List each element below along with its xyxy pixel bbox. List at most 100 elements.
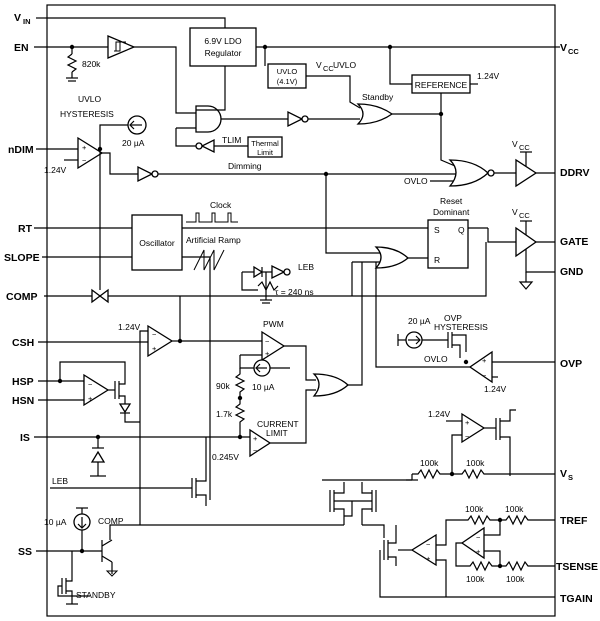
svg-text:TLIM: TLIM [222, 135, 241, 145]
svg-text:Dominant: Dominant [433, 207, 470, 217]
svg-text:SS: SS [18, 546, 32, 558]
current-limit-comparator: + − [249, 428, 272, 458]
svg-text:S: S [568, 473, 573, 482]
gnd-symbol [518, 272, 534, 290]
svg-text:100k: 100k [505, 504, 524, 514]
svg-text:10 µA: 10 µA [252, 382, 275, 392]
pin-ss: SS [18, 546, 102, 558]
pin-gnd: GND [560, 266, 584, 278]
svg-text:−: − [265, 337, 270, 346]
svg-text:−: − [482, 371, 487, 380]
resistor-100k-vs2: 100k [452, 458, 555, 480]
resistor-100k-vs1: 100k [412, 458, 452, 480]
hs-transistor [114, 377, 126, 404]
en-schmitt-buffer [107, 35, 136, 59]
svg-text:HYSTERESIS: HYSTERESIS [60, 109, 114, 119]
svg-text:−: − [426, 540, 431, 549]
svg-text:CSH: CSH [12, 337, 34, 349]
svg-text:−: − [253, 446, 258, 455]
svg-text:STANDBY: STANDBY [76, 590, 116, 600]
svg-text:COMP: COMP [6, 291, 38, 303]
svg-text:REFERENCE: REFERENCE [415, 80, 468, 90]
svg-text:LEB: LEB [52, 476, 68, 486]
pin-tref: TREF [560, 515, 588, 527]
svg-text:Clock: Clock [210, 200, 232, 210]
thermal-limit-block: Thermal Limit [247, 136, 283, 158]
vs-transistor [495, 409, 516, 476]
svg-text:Reset: Reset [440, 196, 463, 206]
svg-text:CC: CC [519, 143, 530, 152]
svg-text:0.245V: 0.245V [212, 452, 239, 462]
dimming-inverter [137, 165, 159, 183]
pin-slope: SLOPE [4, 252, 132, 264]
pwm-current-source [253, 359, 271, 377]
svg-text:COMP: COMP [98, 516, 124, 526]
chip-boundary [46, 4, 556, 617]
ovp-current-source [405, 331, 423, 349]
svg-text:Limit: Limit [257, 148, 274, 157]
svg-text:+: + [82, 143, 87, 152]
svg-text:CC: CC [323, 64, 334, 73]
svg-text:V: V [512, 207, 518, 217]
hs-diode [118, 403, 132, 414]
pwm-or-gate [312, 373, 349, 397]
svg-text:DDRV: DDRV [560, 167, 590, 179]
pin-vin: V IN [14, 12, 47, 26]
clock-waveform [186, 212, 238, 223]
is-diode [90, 437, 106, 477]
svg-text:20 µA: 20 µA [408, 316, 431, 326]
pin-comp: COMP [6, 291, 92, 303]
pin-ovp: OVP [560, 358, 582, 370]
svg-text:820k: 820k [82, 59, 101, 69]
svg-text:RT: RT [18, 223, 33, 235]
svg-text:SLOPE: SLOPE [4, 252, 40, 264]
pin-ndim: nDIM [8, 144, 78, 156]
svg-text:90k: 90k [216, 381, 230, 391]
svg-text:1.24V: 1.24V [44, 165, 67, 175]
svg-text:+: + [482, 356, 487, 365]
svg-text:V: V [316, 60, 322, 70]
svg-text:Dimming: Dimming [228, 161, 262, 171]
svg-text:τ = 240 ns: τ = 240 ns [275, 287, 314, 297]
svg-text:OVP: OVP [560, 358, 582, 370]
ovp-comparator: + − [468, 350, 493, 384]
pin-en: EN [14, 42, 108, 54]
enable-and-gate [195, 105, 222, 133]
tgain-opamp: − + [410, 533, 437, 567]
svg-text:+: + [152, 344, 157, 353]
svg-text:+: + [88, 394, 93, 403]
svg-text:HSN: HSN [12, 395, 34, 407]
svg-text:TSENSE: TSENSE [556, 561, 598, 573]
svg-text:V: V [560, 42, 567, 54]
svg-text:100k: 100k [466, 458, 485, 468]
svg-text:GATE: GATE [560, 236, 588, 248]
svg-text:−: − [465, 432, 470, 441]
pwm-comparator: − + [261, 330, 286, 362]
ss-current-source [73, 513, 91, 531]
svg-text:CURRENT: CURRENT [257, 419, 299, 429]
standby-switch [57, 576, 90, 605]
resistor-90k: 90k [216, 368, 246, 398]
leb-delay [241, 264, 291, 304]
svg-text:V: V [512, 139, 518, 149]
ldo-regulator-block: 6.9V LDO Regulator [189, 27, 257, 67]
svg-text:CC: CC [568, 47, 579, 56]
svg-text:UVLO: UVLO [333, 60, 357, 70]
tgain-transistor [383, 525, 397, 566]
svg-text:1.24V: 1.24V [484, 384, 507, 394]
svg-text:+: + [265, 349, 270, 358]
svg-text:GND: GND [560, 266, 584, 278]
ddrv-or-gate [448, 159, 495, 187]
svg-text:+: + [476, 547, 481, 556]
ovp-switch [447, 332, 467, 358]
uvlo-current-source [127, 115, 147, 135]
resistor-17k: 1.7k [216, 398, 246, 430]
svg-text:Oscillator: Oscillator [139, 238, 175, 248]
svg-text:OVLO: OVLO [424, 354, 448, 364]
svg-text:20 µA: 20 µA [122, 138, 145, 148]
svg-text:10 µA: 10 µA [44, 517, 67, 527]
leb-switch [191, 437, 207, 506]
pin-rt: RT [18, 223, 132, 235]
resistor-100k-t4: 100k [500, 560, 555, 584]
